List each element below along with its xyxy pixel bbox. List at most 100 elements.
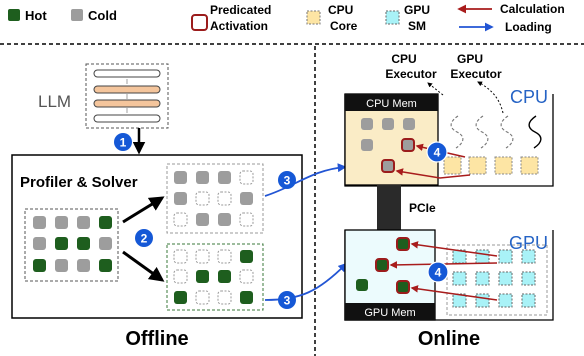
neuron-placeholder <box>217 191 232 206</box>
neuron-cold <box>99 237 112 250</box>
cpu-mem-header <box>345 94 438 111</box>
legend: Hot Cold Predicated Activation CPU Core … <box>8 2 565 34</box>
neuron-placeholder <box>195 249 210 264</box>
legend-predicated-swatch <box>191 14 208 31</box>
legend-cold-swatch <box>71 9 83 21</box>
neuron-cold <box>361 118 373 130</box>
cpu-executor-threads <box>450 115 542 149</box>
profiler-solver-label: Profiler & Solver <box>20 174 138 191</box>
legend-calculation-label: Calculation <box>500 2 565 16</box>
hot-partition-matrix <box>173 249 254 305</box>
legend-predicated-label-2: Activation <box>210 19 268 33</box>
cpu-executor-label-2: Executor <box>385 67 437 81</box>
gpu-calc-arrow-1 <box>410 241 498 257</box>
thread-curve <box>450 115 464 149</box>
neuron-cold <box>33 237 46 250</box>
llm-layer-4 <box>93 114 161 123</box>
cpu-cores <box>443 156 539 175</box>
neuron-cold <box>403 118 415 130</box>
split-arrow-hot <box>122 250 165 282</box>
step-1-badge <box>114 133 132 151</box>
pcie-bus <box>377 185 401 230</box>
neuron-hot-predicated <box>375 258 389 272</box>
gpu-sm <box>498 249 513 264</box>
gpu-sm-array <box>446 244 548 316</box>
neuron-cold <box>33 216 46 229</box>
gpu-calc-arrow-3 <box>410 285 498 301</box>
neuron-hot-predicated <box>396 237 410 251</box>
gpu-sm <box>521 293 536 308</box>
cpu-core <box>443 156 462 175</box>
step-3b-badge <box>278 291 296 309</box>
load-hot-to-gpu-arrow <box>264 262 348 301</box>
cold-partition-matrix <box>173 170 254 227</box>
gpu-sm <box>475 271 490 286</box>
cpu-mem-neurons <box>361 118 415 173</box>
legend-hot-label: Hot <box>25 8 47 23</box>
neuron-matrix <box>33 216 112 272</box>
neuron-placeholder <box>217 249 232 264</box>
offline-section: LLM 1 Profiler & Solver <box>11 63 303 350</box>
step-2-badge <box>135 229 153 247</box>
cpu-core <box>494 156 513 175</box>
neuron-hot <box>99 259 112 272</box>
legend-cpu-core-swatch <box>306 10 321 25</box>
neuron-placeholder <box>239 170 254 185</box>
gpu-label: GPU <box>509 233 548 253</box>
gpu-sm <box>452 271 467 286</box>
gpu-sm <box>452 293 467 308</box>
online-section-label: Online <box>418 328 480 350</box>
step-3a-badge <box>278 171 296 189</box>
neuron-hot <box>55 237 68 250</box>
thread-curve <box>475 115 489 149</box>
llm-layer-3 <box>93 99 161 108</box>
llm-label: LLM <box>38 92 71 111</box>
step-4a-number: 4 <box>434 146 441 160</box>
gpu-executor-label-2: Executor <box>450 67 502 81</box>
gpu-sms <box>452 249 536 308</box>
neuron-cold <box>55 259 68 272</box>
gpu-sm <box>475 249 490 264</box>
neuron-cold <box>77 216 90 229</box>
neuron-cold-predicated <box>401 138 415 152</box>
neuron-hot <box>77 237 90 250</box>
cpu-core <box>520 156 539 175</box>
neuron-placeholder <box>195 290 210 305</box>
legend-gpu-sm-label-1: GPU <box>404 3 430 17</box>
neuron-cold <box>77 259 90 272</box>
step-4b-number: 4 <box>435 266 442 280</box>
neuron-placeholder <box>173 249 188 264</box>
step-1-number: 1 <box>120 136 127 150</box>
load-cold-to-cpu-arrow <box>264 163 347 197</box>
gpu-mem-neurons <box>356 237 410 294</box>
neuron-hot-predicated <box>396 280 410 294</box>
neuron-cold <box>196 171 209 184</box>
gpu-sm <box>521 271 536 286</box>
legend-cpu-core-label-2: Core <box>330 19 358 33</box>
cpu-calc-arrow-2 <box>395 168 471 179</box>
gpu-executor-label-1: GPU <box>457 52 483 66</box>
neuron-hot <box>356 279 368 291</box>
neuron-hot <box>33 259 46 272</box>
gpu-sm <box>475 293 490 308</box>
cpu-executor-pointer <box>427 82 444 96</box>
cpu-executor-label-1: CPU <box>391 52 416 66</box>
step-4b-badge <box>427 261 449 283</box>
gpu-executor-pointer <box>477 81 504 114</box>
neuron-placeholder <box>173 269 188 284</box>
neuron-cold <box>240 192 253 205</box>
step-3a-number: 3 <box>284 174 291 188</box>
gpu-mem-footer <box>345 303 435 320</box>
legend-hot-swatch <box>8 9 20 21</box>
neuron-cold-predicated <box>381 159 395 173</box>
step-4a-badge <box>426 141 448 163</box>
neuron-hot <box>240 250 253 263</box>
neuron-cold <box>218 171 231 184</box>
thread-curve <box>500 115 514 149</box>
cpu-label: CPU <box>510 87 548 107</box>
legend-gpu-sm-label-2: SM <box>408 19 426 33</box>
gpu-sm <box>521 249 536 264</box>
gpu-mem-label: GPU Mem <box>364 307 415 319</box>
cpu-core <box>468 156 487 175</box>
neuron-cold <box>55 216 68 229</box>
